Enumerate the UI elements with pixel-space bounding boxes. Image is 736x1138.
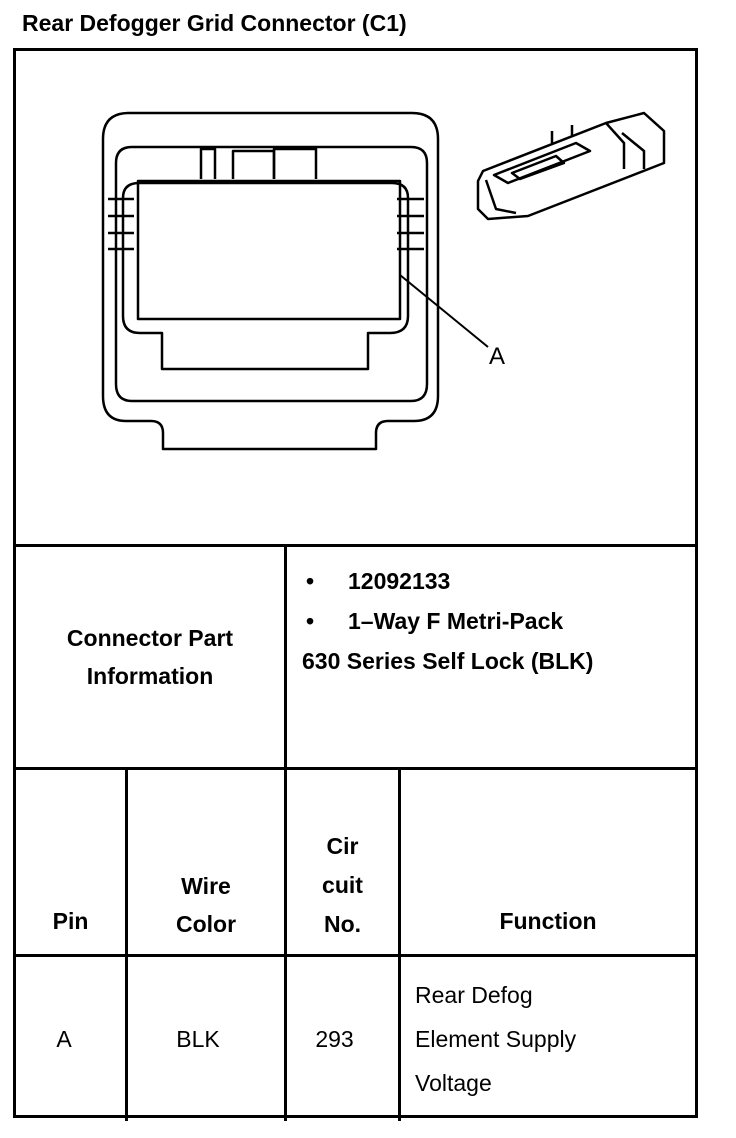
divider	[16, 954, 695, 957]
header-circuit-line1: Cir	[326, 833, 359, 859]
connector-body-icon	[476, 111, 666, 221]
connector-info-sheet: A Connector Part Information • 12092133 …	[13, 48, 698, 1121]
divider	[125, 767, 128, 1121]
page-title: Rear Defogger Grid Connector (C1)	[22, 10, 407, 36]
cell-function-line1: Rear Defog	[415, 982, 533, 1008]
part-number-item: • 12092133	[302, 561, 692, 601]
part-number: 12092133	[348, 568, 451, 594]
divider	[16, 544, 695, 547]
cell-wire-color: BLK	[176, 1026, 220, 1052]
header-pin: Pin	[52, 908, 89, 934]
header-wire-color: Wire Color	[128, 867, 284, 943]
header-function: Function	[499, 908, 597, 934]
header-circuit-no: Cir cuit No.	[287, 827, 398, 944]
divider	[16, 767, 695, 770]
divider	[398, 767, 401, 1121]
callout-label-a: A	[489, 343, 506, 370]
divider	[284, 544, 287, 1121]
connector-face-icon	[101, 111, 440, 451]
bullet-icon: •	[306, 608, 315, 634]
header-wire-color-line2: Color	[175, 911, 237, 937]
connector-figure	[101, 111, 666, 451]
part-description-line2-text: 630 Series Self Lock (BLK)	[302, 648, 594, 674]
cell-function-line2: Element Supply	[415, 1026, 577, 1052]
part-description-item: • 1–Way F Metri-Pack	[302, 601, 692, 641]
cell-pin: A	[56, 1026, 72, 1052]
part-info-details: • 12092133 • 1–Way F Metri-Pack 630 Seri…	[302, 561, 692, 681]
part-description-line1: 1–Way F Metri-Pack	[348, 608, 564, 634]
header-circuit-line2: cuit	[322, 872, 363, 898]
bullet-icon: •	[306, 568, 315, 594]
part-description-line2: 630 Series Self Lock (BLK)	[302, 641, 692, 681]
cell-circuit-no: 293	[315, 1026, 354, 1052]
header-circuit-line3: No.	[323, 911, 362, 937]
cell-function: Rear Defog Element Supply Voltage	[415, 973, 685, 1105]
cell-function-line3: Voltage	[415, 1070, 492, 1096]
part-info-label: Connector Part Information	[66, 625, 234, 689]
header-wire-color-line1: Wire	[181, 873, 231, 899]
